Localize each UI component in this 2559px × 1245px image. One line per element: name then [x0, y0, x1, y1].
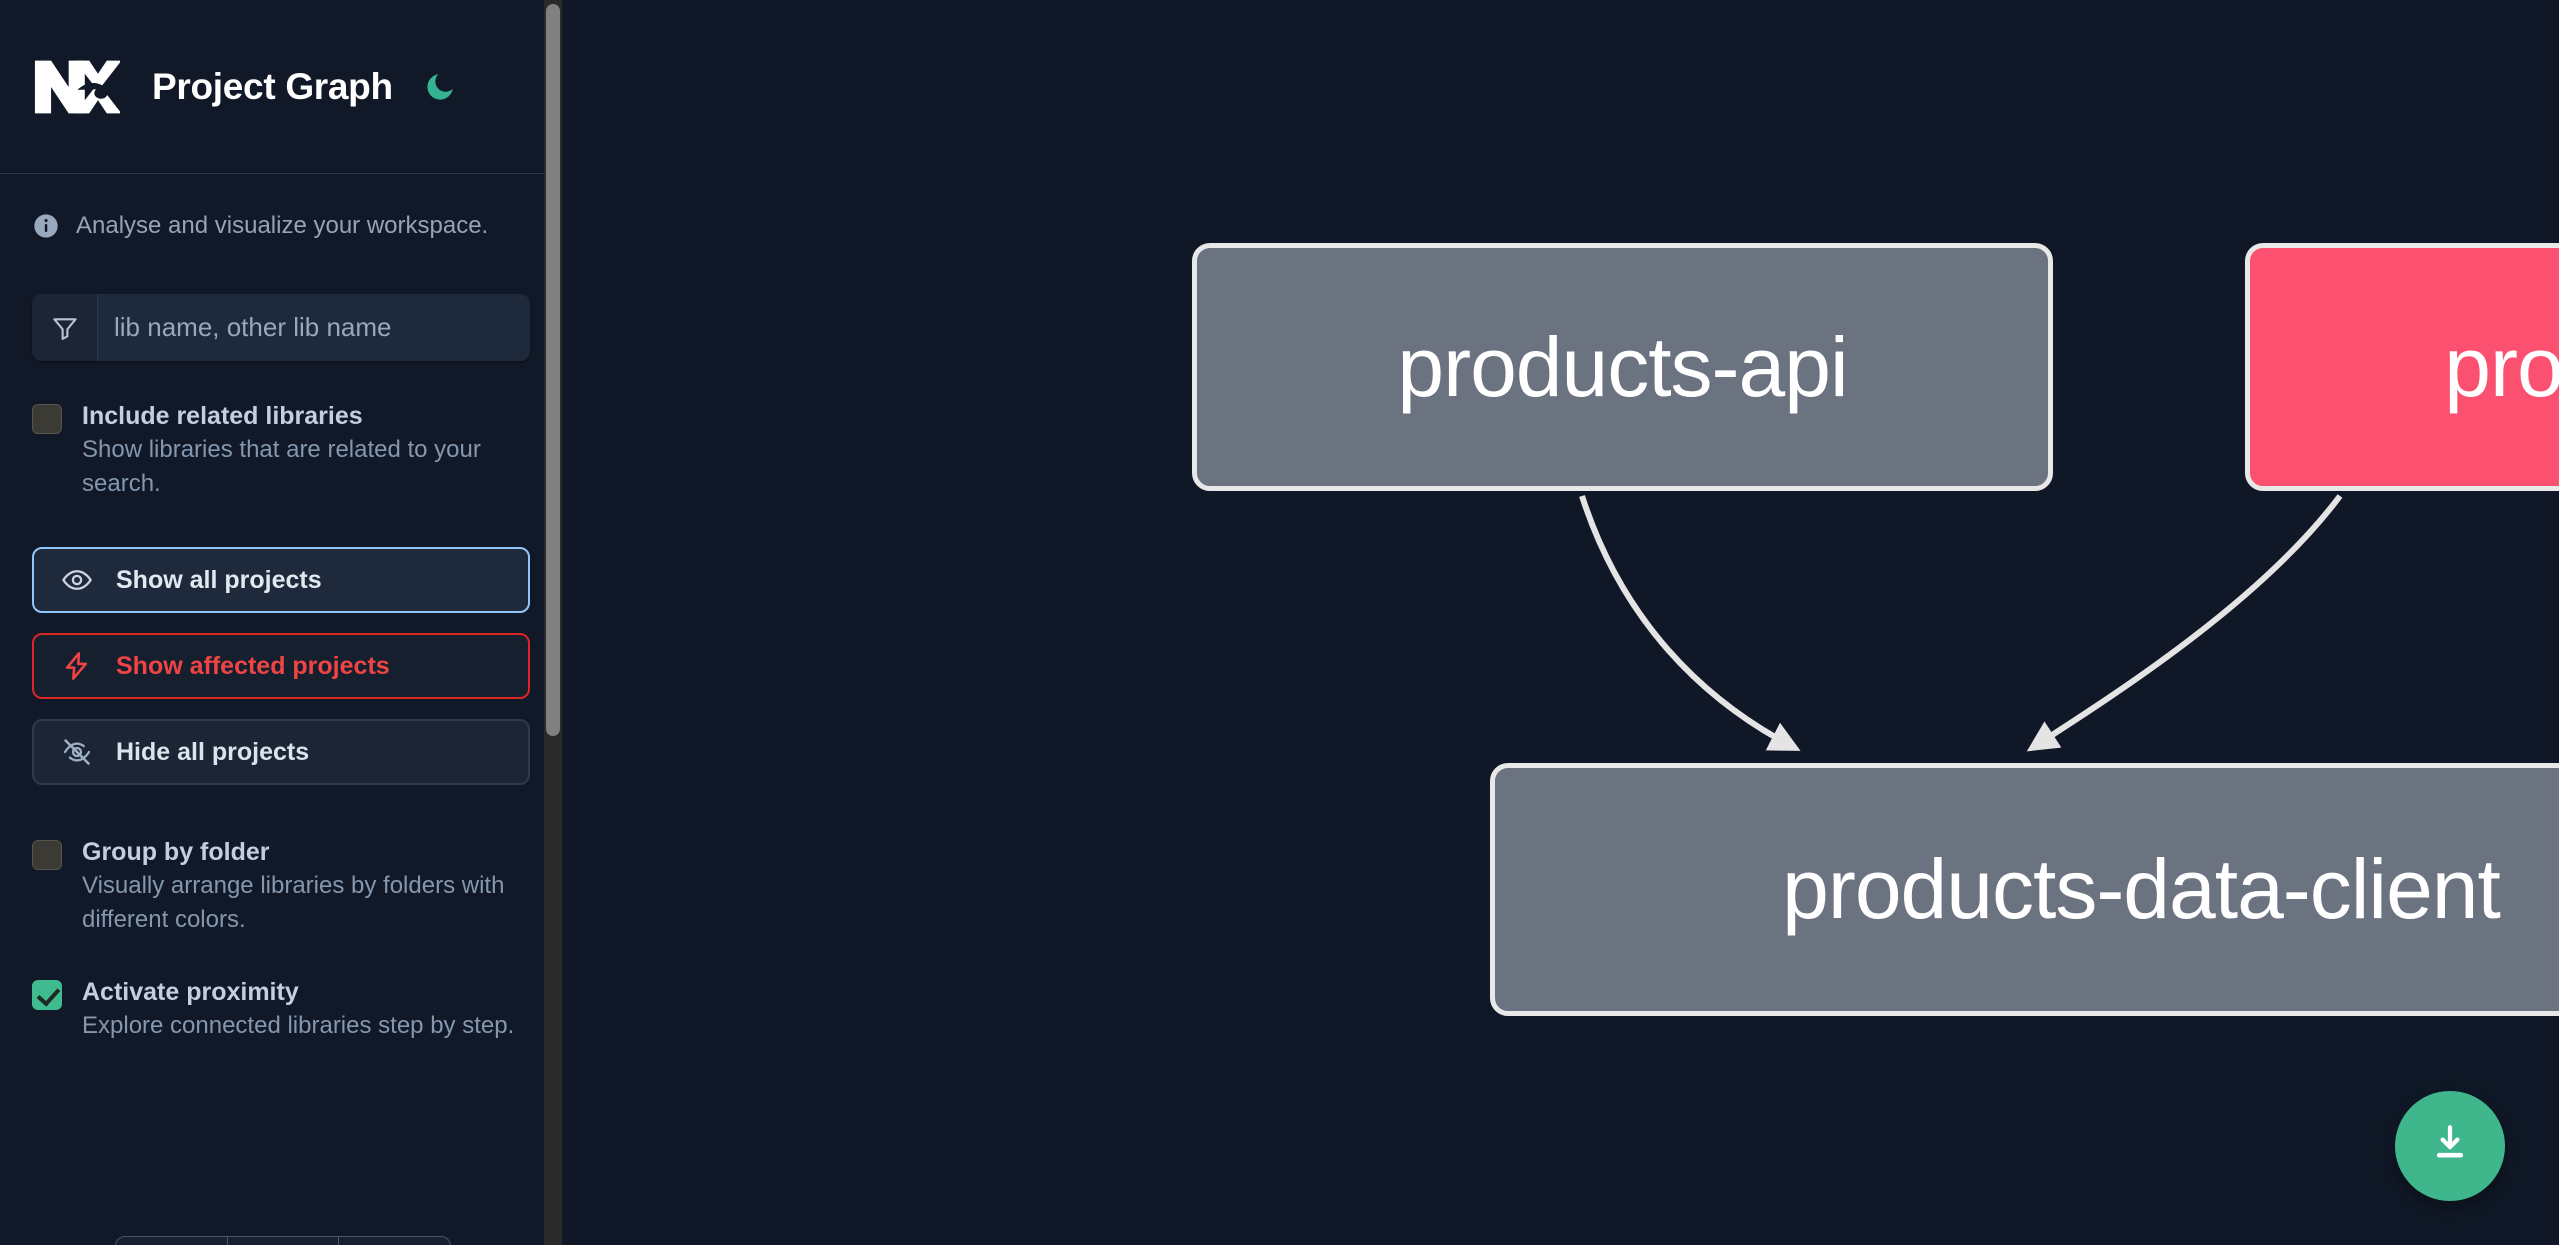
- nx-logo-icon: [32, 56, 122, 118]
- graph-node-products-data-client[interactable]: products-data-client: [1490, 763, 2559, 1016]
- analyse-hint: Analyse and visualize your workspace.: [32, 174, 530, 250]
- eye-off-icon: [60, 735, 94, 769]
- sidebar: Project Graph Analyse and visualize your…: [0, 0, 562, 1245]
- option-include-related-libraries[interactable]: Include related libraries Show libraries…: [32, 399, 530, 501]
- include-related-libraries-checkbox[interactable]: [32, 404, 62, 434]
- group-by-folder-checkbox[interactable]: [32, 840, 62, 871]
- lightning-icon: [60, 649, 94, 683]
- show-affected-projects-button[interactable]: Show affected projects: [32, 633, 530, 700]
- moon-icon[interactable]: [421, 68, 459, 106]
- sidebar-scrollbar-thumb[interactable]: [546, 4, 560, 736]
- filter-search-bar[interactable]: [32, 294, 530, 361]
- option-activate-proximity[interactable]: Activate proximity Explore connected lib…: [32, 975, 530, 1043]
- download-icon: [2426, 1120, 2474, 1173]
- option-label: Include related libraries: [82, 402, 363, 430]
- info-icon: [32, 212, 60, 240]
- search-input[interactable]: [98, 294, 530, 361]
- funnel-icon: [32, 294, 98, 361]
- hide-all-projects-button[interactable]: Hide all projects: [32, 719, 530, 786]
- option-label: Group by folder: [82, 838, 270, 867]
- option-description: Explore connected libraries step by step…: [82, 1012, 515, 1040]
- analyse-text: Analyse and visualize your workspace.: [76, 212, 489, 239]
- show-all-projects-button[interactable]: Show all projects: [32, 547, 530, 614]
- graph-canvas[interactable]: products-api products-cli products-data-…: [562, 0, 2559, 1245]
- eye-icon: [60, 563, 94, 597]
- option-description: Visually arrange libraries by folders wi…: [82, 872, 505, 934]
- proximity-step-segmented-control[interactable]: [115, 1236, 451, 1245]
- button-label: Hide all projects: [116, 737, 310, 766]
- activate-proximity-checkbox[interactable]: [32, 980, 62, 1011]
- segment-2[interactable]: [228, 1237, 340, 1245]
- node-label: products-api: [1397, 319, 1848, 414]
- project-action-buttons: Show all projects Show affected projects: [32, 547, 530, 786]
- segment-3[interactable]: [339, 1237, 450, 1245]
- button-label: Show all projects: [116, 565, 322, 594]
- edge-products-cli-to-products-data-client: [2026, 494, 2343, 752]
- page-title: Project Graph: [152, 65, 393, 107]
- sidebar-header: Project Graph: [0, 0, 562, 174]
- option-description: Show libraries that are related to your …: [82, 436, 481, 498]
- graph-edges: [1579, 494, 2343, 752]
- graph-node-products-cli[interactable]: products-cli: [2245, 243, 2559, 491]
- sidebar-body: Analyse and visualize your workspace. In…: [0, 174, 562, 1043]
- edge-products-api-to-products-data-client: [1579, 495, 1801, 751]
- node-label: products-data-client: [1782, 842, 2501, 936]
- node-label: products-cli: [2444, 319, 2559, 414]
- graph-node-products-api[interactable]: products-api: [1192, 243, 2053, 491]
- sidebar-scrollbar[interactable]: [544, 0, 562, 1245]
- segment-1[interactable]: [116, 1237, 228, 1245]
- download-image-button[interactable]: [2395, 1091, 2505, 1201]
- button-label: Show affected projects: [116, 651, 390, 680]
- option-label: Activate proximity: [82, 978, 299, 1007]
- option-group-by-folder[interactable]: Group by folder Visually arrange librari…: [32, 835, 530, 937]
